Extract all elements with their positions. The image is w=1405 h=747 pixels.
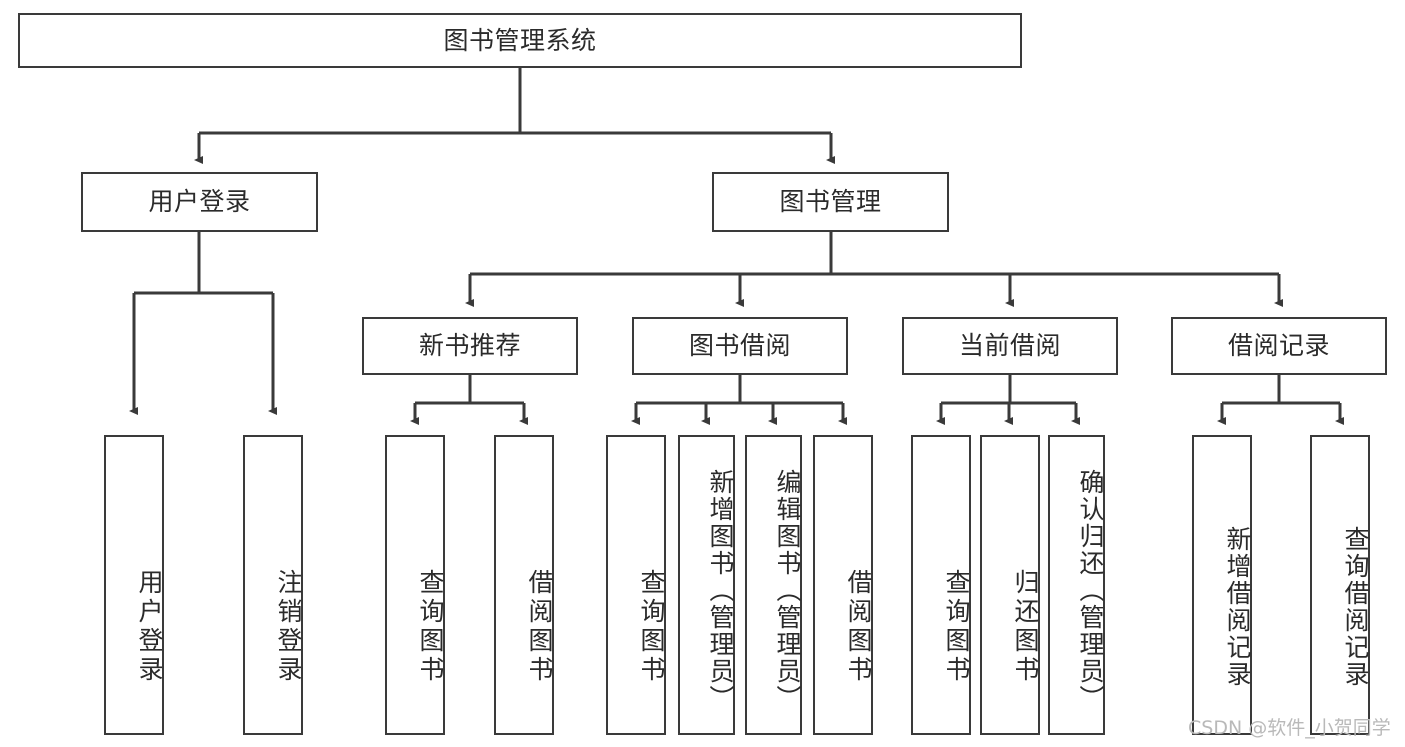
node-user-login[interactable]: 用户登录: [81, 172, 318, 232]
node-book-borrow[interactable]: 图书借阅: [632, 317, 848, 375]
leaf-user-login[interactable]: 用户登录: [104, 435, 164, 735]
node-new-book-recommend[interactable]: 新书推荐: [362, 317, 578, 375]
leaf-query-book-current[interactable]: 查询图书: [911, 435, 971, 735]
leaf-add-borrow-record[interactable]: 新增借阅记录: [1192, 435, 1252, 735]
node-book-manage[interactable]: 图书管理: [712, 172, 949, 232]
node-root[interactable]: 图书管理系统: [18, 13, 1022, 68]
leaf-confirm-return[interactable]: 确认归还（管理员）: [1048, 435, 1105, 735]
node-borrow-record[interactable]: 借阅记录: [1171, 317, 1387, 375]
leaf-query-borrow-record[interactable]: 查询借阅记录: [1310, 435, 1370, 735]
leaf-edit-book[interactable]: 编辑图书（管理员）: [745, 435, 802, 735]
leaf-query-book-recommend[interactable]: 查询图书: [385, 435, 445, 735]
leaf-logout[interactable]: 注销登录: [243, 435, 303, 735]
leaf-return-book[interactable]: 归还图书: [980, 435, 1040, 735]
leaf-borrow-book-recommend[interactable]: 借阅图书: [494, 435, 554, 735]
leaf-query-book-borrow[interactable]: 查询图书: [606, 435, 666, 735]
node-current-borrow[interactable]: 当前借阅: [902, 317, 1118, 375]
leaf-borrow-book[interactable]: 借阅图书: [813, 435, 873, 735]
watermark-csdn: CSDN @软件_小贺同学: [1188, 717, 1391, 739]
leaf-add-book[interactable]: 新增图书（管理员）: [678, 435, 735, 735]
